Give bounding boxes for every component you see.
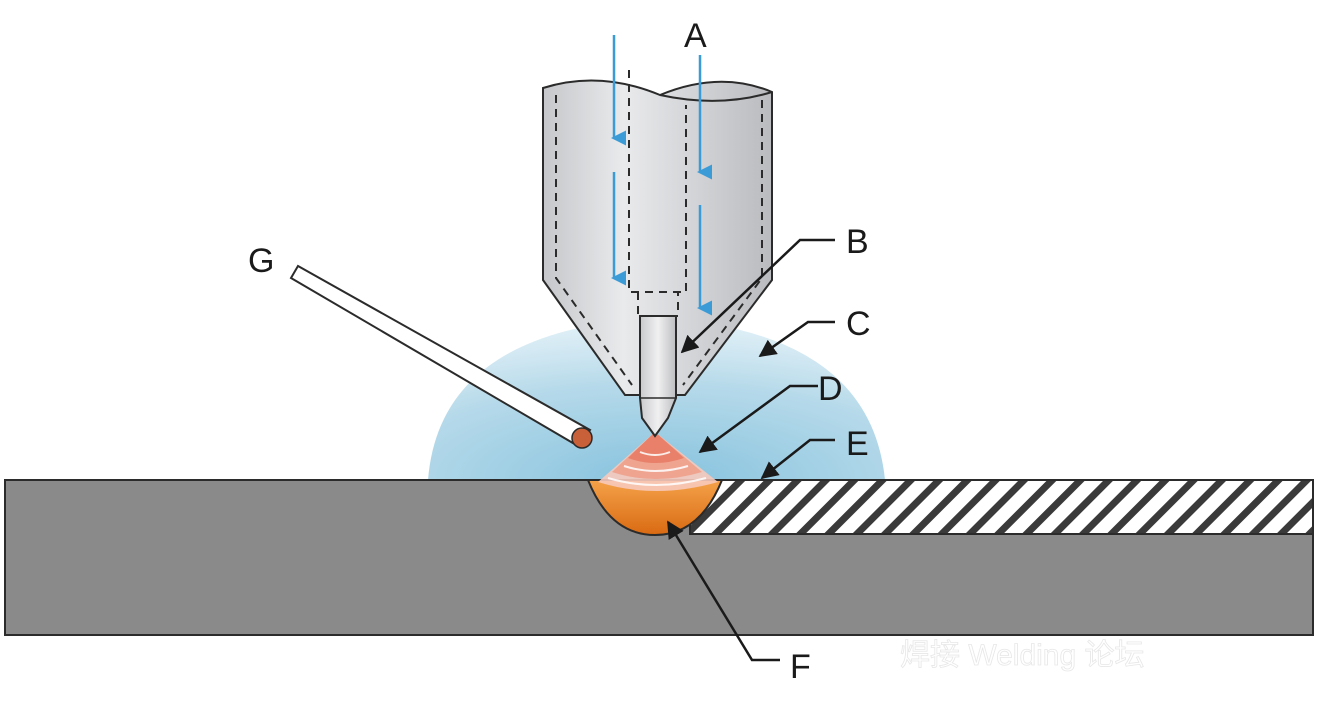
label-b: B [846, 223, 869, 261]
leader-line-icon [698, 384, 818, 454]
gas-flow-arrows [611, 35, 712, 316]
weld-pool [586, 479, 724, 537]
weld-bead-hatched [689, 479, 1314, 535]
label-f: F [790, 648, 811, 686]
label-e: E [846, 425, 869, 463]
label-g: G [248, 242, 274, 280]
leader-line-icon [758, 320, 835, 358]
torch-top-rim [659, 91, 773, 102]
tungsten-electrode [639, 315, 677, 438]
label-a: A [684, 17, 707, 55]
watermark-text: 焊接 Welding 论坛 [900, 639, 1145, 672]
label-c: C [846, 305, 871, 343]
leader-lines [666, 238, 835, 662]
leader-line-icon [680, 238, 835, 354]
label-d: D [818, 370, 843, 408]
welding-arc [598, 432, 718, 491]
leader-line-icon [760, 438, 835, 480]
leader-line-icon [666, 520, 780, 662]
filler-rod [289, 264, 593, 449]
filler-rod-tip [571, 427, 593, 449]
